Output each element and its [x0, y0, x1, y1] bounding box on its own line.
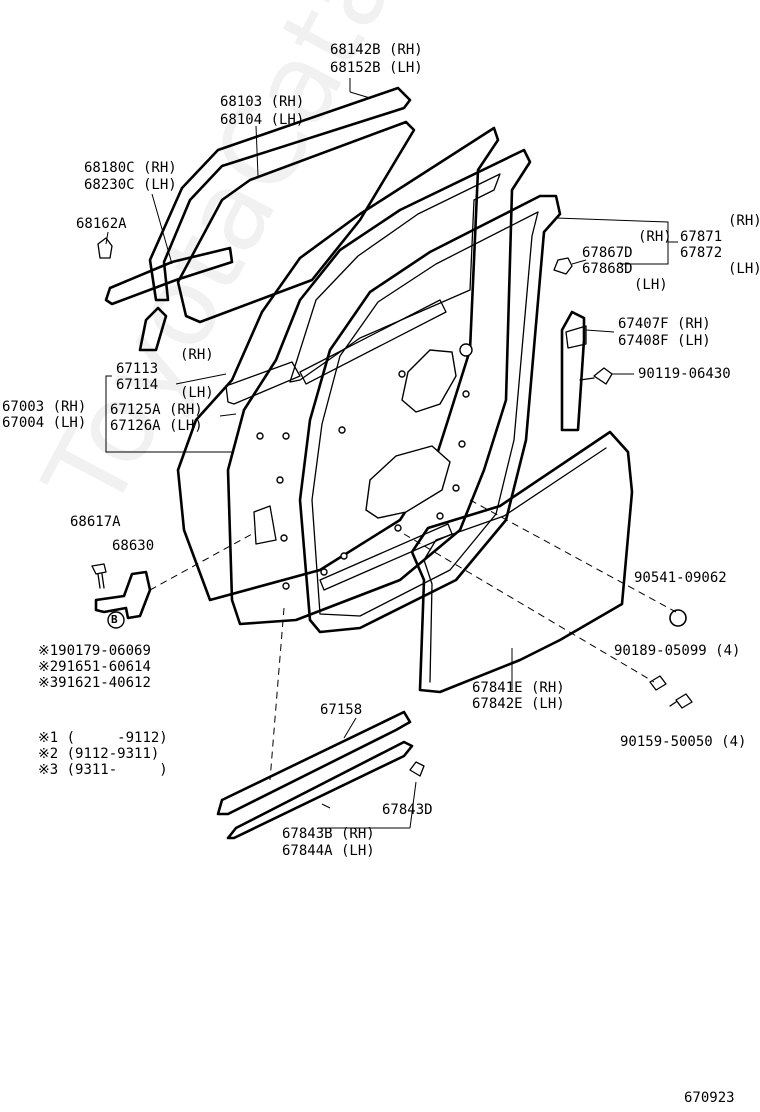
- window-sash: [225, 361, 301, 405]
- bolt-hole: [256, 432, 264, 440]
- clip-67867d: [553, 257, 573, 275]
- bolt-hole: [282, 432, 290, 440]
- label-67867d: 67867D: [582, 245, 633, 261]
- label-67868d: 67868D: [582, 261, 633, 277]
- label-68617a: 68617A: [70, 514, 121, 530]
- glass-run-channel: [148, 86, 412, 302]
- bolt-hole: [452, 484, 460, 492]
- door-panel-outer: [176, 126, 500, 602]
- bolt-hole: [282, 582, 290, 590]
- label-67126a: 67126A (LH): [110, 418, 203, 434]
- label-rh-67871: (RH): [728, 213, 760, 229]
- circle-b-marker: [107, 611, 125, 629]
- door-hinge: [94, 570, 152, 620]
- belt-moulding-outer: [216, 710, 412, 816]
- label-67408f: 67408F (LH): [618, 333, 711, 349]
- bolt-hole: [398, 370, 406, 378]
- label-67842e: 67842E (LH): [472, 696, 565, 712]
- label-68142b: 68142B (RH): [330, 42, 423, 58]
- label-67843b: 67843B (RH): [282, 826, 375, 842]
- bolt-hole: [436, 512, 444, 520]
- label-67841e: 67841E (RH): [472, 680, 565, 696]
- belt-rail: [299, 299, 447, 385]
- clip-90189: [649, 675, 667, 691]
- label-67872: 67872: [680, 245, 723, 261]
- service-hole-upper: [401, 349, 457, 413]
- hinge-bolt: [91, 563, 107, 589]
- label-68152b: 68152B (LH): [330, 60, 423, 76]
- bolt-hole: [462, 390, 470, 398]
- door-panel-inner: [226, 148, 532, 626]
- label-67871: 67871: [680, 229, 723, 245]
- label-67844a: 67844A (LH): [282, 843, 375, 859]
- rear-channel-bracket: [565, 325, 587, 349]
- label-rh-67867: (RH): [638, 229, 672, 245]
- label-68180c: 68180C (RH): [84, 160, 177, 176]
- label-67158: 67158: [320, 702, 363, 718]
- figure-number: 670923: [684, 1090, 735, 1106]
- nut-90541: [669, 609, 687, 627]
- hinge-mount: [253, 505, 277, 545]
- label-90119: 90119-06430: [638, 366, 731, 382]
- label-90541: 90541-09062: [634, 570, 727, 586]
- bolt-90119: [579, 367, 613, 385]
- bolt-hole: [340, 552, 348, 560]
- label-90159: 90159-50050 (4): [620, 734, 747, 750]
- rear-channel: [560, 310, 586, 432]
- label-circle-b: B: [111, 613, 118, 626]
- label-rh-67113: (RH): [180, 347, 214, 363]
- bolt-hole: [394, 524, 402, 532]
- service-hole-lower: [365, 445, 451, 519]
- bolt-hole: [276, 476, 284, 484]
- belt-moulding-inner: [226, 740, 414, 840]
- division-bar: [138, 306, 168, 352]
- label-note-3: ※3 (9311- ): [38, 762, 168, 778]
- door-glass: [176, 120, 416, 324]
- label-67003: 67003 (RH): [2, 399, 87, 415]
- label-note-2: ※2 (9112-9311): [38, 746, 160, 762]
- label-lh-67868: (LH): [634, 277, 668, 293]
- label-variant-3: ※391621-40612: [38, 675, 151, 691]
- label-lh-67114: (LH): [180, 385, 214, 401]
- clip-67843d: [409, 761, 425, 777]
- label-90189: 90189-05099 (4): [614, 643, 741, 659]
- bolt-hole: [338, 426, 346, 434]
- screw-90159: [669, 693, 693, 709]
- label-68104: 68104 (LH): [220, 112, 305, 128]
- label-67004: 67004 (LH): [2, 415, 87, 431]
- door-weatherstrip: [298, 194, 562, 634]
- bolt-hole: [459, 343, 473, 357]
- label-note-1: ※1 ( -9112): [38, 730, 168, 746]
- label-variant-1: ※190179-06069: [38, 643, 151, 659]
- bolt-hole: [320, 568, 328, 576]
- label-67113: 67113: [116, 361, 159, 377]
- label-67125a: 67125A (RH): [110, 402, 203, 418]
- door-trim-board: [410, 430, 634, 694]
- door-weatherstrip-inner-edge: [311, 211, 539, 617]
- label-67407f: 67407F (RH): [618, 316, 711, 332]
- trim-board-edge: [423, 447, 607, 683]
- label-68162a: 68162A: [76, 216, 127, 232]
- label-68630: 68630: [112, 538, 155, 554]
- label-variant-2: ※291651-60614: [38, 659, 151, 675]
- bolt-hole: [458, 440, 466, 448]
- label-68230c: 68230C (LH): [84, 177, 177, 193]
- label-68103: 68103 (RH): [220, 94, 305, 110]
- label-67114: 67114: [116, 377, 159, 393]
- run-channel-strip: [104, 246, 234, 306]
- bolt-hole: [280, 534, 288, 542]
- clip-68162a: [97, 237, 113, 259]
- label-lh-67872: (LH): [728, 261, 760, 277]
- label-67843d: 67843D: [382, 802, 433, 818]
